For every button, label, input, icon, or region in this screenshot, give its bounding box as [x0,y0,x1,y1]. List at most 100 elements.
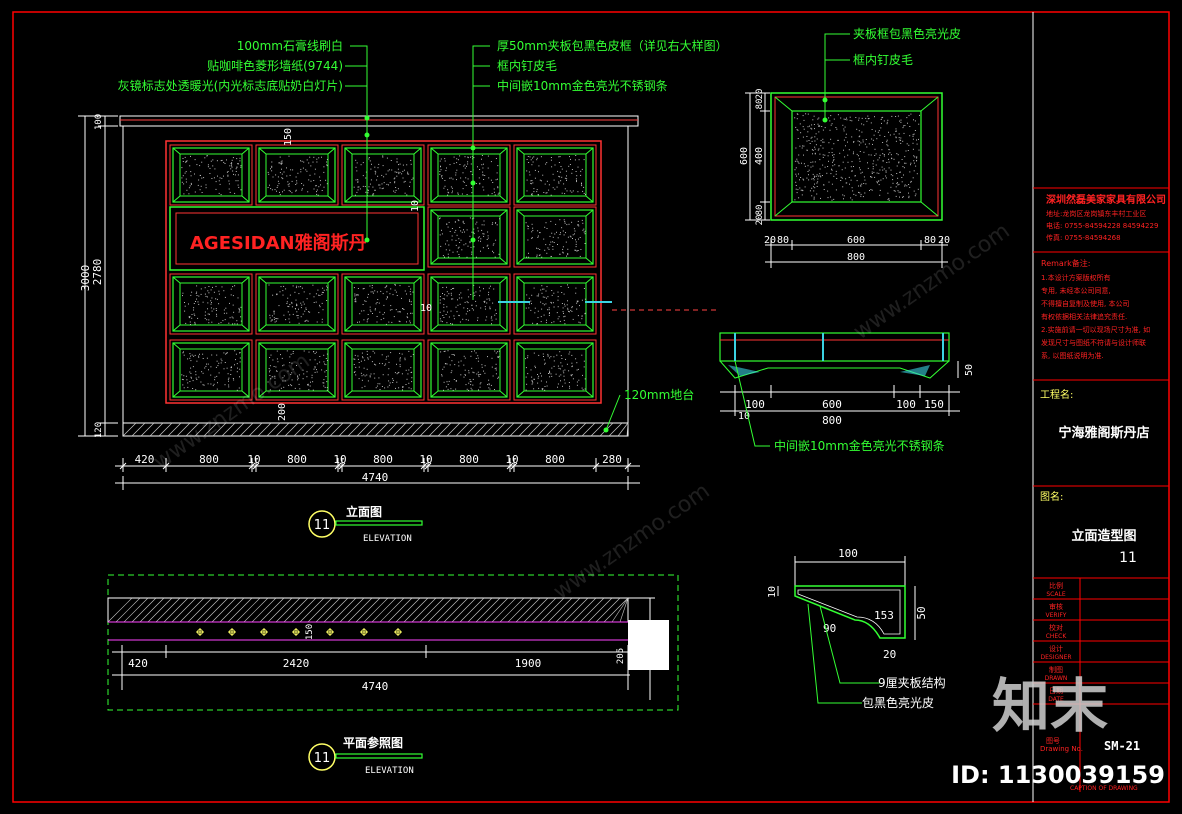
wall-panel [169,144,253,206]
tb-fax: 传真: 0755-84594268 [1046,233,1121,242]
drawing-border [12,11,1170,803]
profile-dim-thick: 10 [767,586,778,598]
dim-top-gap: 150 [283,128,294,146]
watermark-site-b: www.znzmo.com [549,479,714,605]
tb-remark-line: 有权依据相关法律追究责任. [1041,312,1127,321]
tb-address: 地址:龙岗区龙岗镇东丰村工业区 [1046,209,1146,218]
dim-height-total: 3000 [79,265,92,292]
plan-view: 150 420 2420 1900 205 4740 11 平面参照图 ELEV… [107,574,679,776]
panel-area [165,140,602,404]
profile-detail: 100 10 50 153 90 20 9厘夹板结构 包黑色亮光皮 [767,547,946,710]
tb-remarks-title: Remark备注: [1041,258,1090,268]
label-plywood-frame: 厚50mm夹板包黑色皮框（详见右大样图） [497,38,728,53]
tb-field-cn: 审核 [1049,602,1063,611]
tb-remark-line: 发现尺寸与图纸不符请与设计师联 [1041,338,1146,347]
plan-light [394,628,402,636]
profile-shape [794,585,906,639]
dim-gap-a: 10 [410,200,421,212]
dim-height-platform: 120 [94,422,104,438]
plan-dim-c: 1900 [515,657,542,670]
bottom-dim-7: 800 [459,453,479,466]
section-dim-small: 10 [738,411,750,422]
label-fur: 框内钉皮毛 [497,59,557,73]
elevation-title-en: ELEVATION [363,534,412,544]
panel-grid [169,144,597,401]
wall-panel [427,144,511,206]
wall-panel [255,273,339,335]
view-number: 11 [314,518,331,533]
tb-number-label: 图号 [1046,737,1060,745]
watermark: 知末 ID: 1130039159 www.znzmo.com www.znzm… [149,219,1165,789]
profile-label-leather: 包黑色亮光皮 [862,695,934,710]
profile-dim-height: 50 [915,606,928,619]
logo-panel [169,206,425,271]
wall-panel [169,273,253,335]
tb-field-en: CHECK [1046,633,1068,640]
bottom-dim-8: 10 [505,453,518,466]
watermark-id: ID: 1130039159 [951,761,1165,789]
plan-dim-a: 420 [128,657,148,670]
frame-detail: 夹板框包黑色亮光皮 框内钉皮毛 600 80 20 400 80 20 20 8… [739,26,961,268]
wall-panel [427,339,511,401]
section-dim-total: 800 [822,414,842,427]
section-body [719,332,950,362]
wall-panel [513,273,597,335]
section-dim-height: 50 [964,364,975,376]
section-detail: 50 100 600 100 150 10 800 中间嵌10mm金色亮光不锈钢… [719,332,975,453]
detail-bdim-total: 800 [847,252,865,263]
wall-panel [255,144,339,206]
profile-dim-width: 100 [838,547,858,560]
left-dimension-lines [78,115,118,437]
bottom-dim-1: 800 [199,453,219,466]
tb-field-cn: 设计 [1049,644,1063,653]
elevation-view: AGESIDAN雅阁斯丹 100mm石膏线刷白 贴咖啡色菱形墙纸(9744) 灰… [78,38,728,544]
plan-title: 平面参照图 [343,735,403,750]
detail-bdim-c: 600 [847,235,865,246]
wall-panel [341,144,425,206]
tb-field-en: SCALE [1046,591,1065,598]
wall-panel [513,144,597,206]
plan-view-number: 11 [314,751,331,766]
watermark-logo: 知末 [992,672,1108,740]
plan-column [628,620,669,670]
tb-field-en: VERIFY [1046,612,1067,619]
tb-field-cn: 日期 [1049,687,1063,695]
wall-panel [513,339,597,401]
section-dim-b: 600 [822,398,842,411]
detail-dim-e: 20 [755,215,765,226]
bottom-dim-5: 800 [373,453,393,466]
tb-remark-line: 专用, 未经本公司同意, [1041,286,1111,295]
label-wallpaper: 贴咖啡色菱形墙纸(9744) [207,58,343,73]
bottom-dim-0: 420 [135,453,155,466]
detail-bdim-d: 80 [924,235,936,246]
brand-logo-text: AGESIDAN雅阁斯丹 [190,232,367,254]
plan-light [260,628,268,636]
tb-field-cn: 比例 [1049,581,1063,590]
plan-light [292,628,300,636]
tb-remark-line: 1.本设计方案版权所有 [1041,273,1111,282]
wall-panel [427,273,511,335]
crown-molding [119,115,639,127]
section-dim-a: 100 [745,398,765,411]
tb-sheet-no: SM-21 [1104,739,1140,753]
bottom-dim-4: 10 [333,453,346,466]
view-number-circle [308,510,336,538]
dim-height-wall: 2780 [91,259,104,286]
plan-light [196,628,204,636]
plan-light [360,628,368,636]
bottom-dim-2: 10 [247,453,260,466]
label-frame-fur: 框内钉皮毛 [853,53,913,67]
tb-field-cn: 校对 [1049,623,1063,632]
tb-remark-line: 不得擅自复制及使用, 本公司 [1041,299,1129,308]
detail-dim-c: 400 [754,147,765,165]
tb-remark-line: 系, 以图纸说明为准. [1041,351,1104,360]
tb-drawing-label: 图名: [1040,490,1063,503]
frame-outer [770,92,943,221]
wall-panel [169,339,253,401]
plan-title-en: ELEVATION [365,766,414,776]
label-gypsum-line: 100mm石膏线刷白 [237,38,343,53]
plan-light [326,628,334,636]
detail-dim-a: 80 [755,99,765,110]
plan-dim-d: 205 [616,648,626,664]
detail-bdim-a: 20 [764,235,776,246]
